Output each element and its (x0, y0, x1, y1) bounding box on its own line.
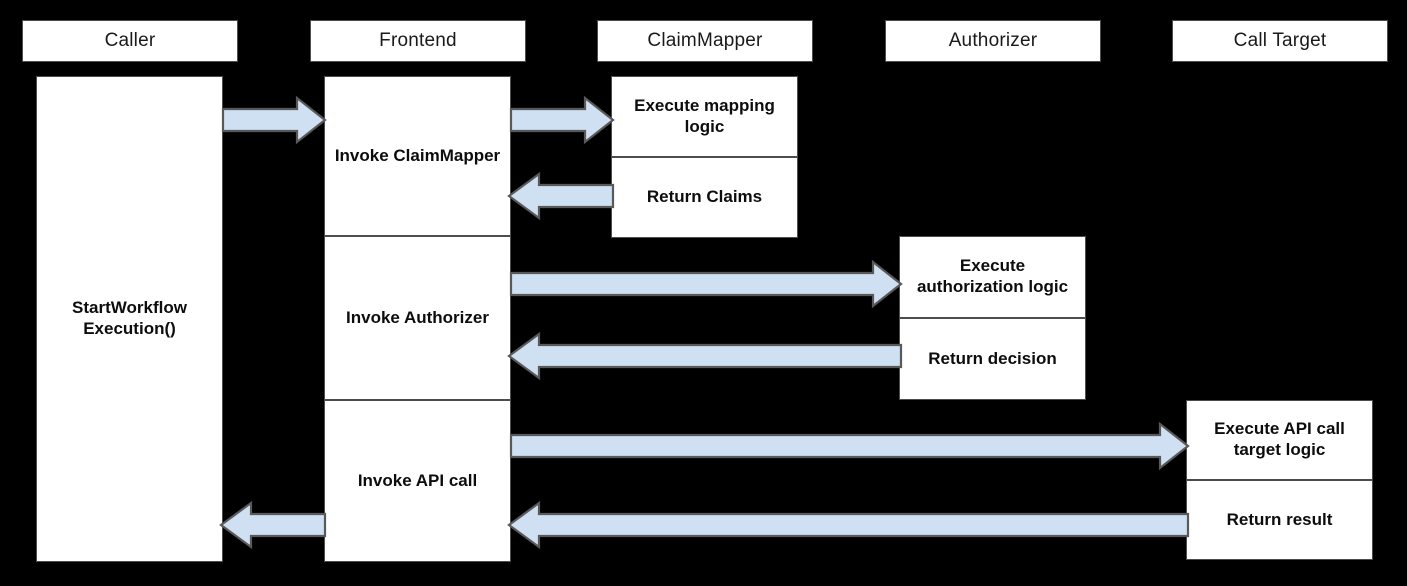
arrow-frontend-to-calltarget (509, 421, 1190, 471)
arrow-claimmapper-to-frontend (507, 171, 615, 221)
activation-frontend-invoke-authorizer-label: Invoke Authorizer (346, 307, 489, 327)
lane-header-caller-label: Caller (104, 30, 156, 51)
activation-calltarget-execute: Execute API call target logic (1186, 400, 1373, 480)
activation-claimmapper-return: Return Claims (611, 157, 798, 238)
activation-claimmapper-execute: Execute mapping logic (611, 76, 798, 157)
lane-header-frontend: Frontend (310, 20, 526, 62)
activation-caller-start-label: StartWorkflow Execution() (72, 298, 187, 338)
lane-header-authorizer: Authorizer (885, 20, 1101, 62)
arrow-frontend-to-authorizer (509, 259, 903, 309)
activation-calltarget-return: Return result (1186, 480, 1373, 560)
activation-frontend-invoke-api-call-label: Invoke API call (357, 470, 478, 490)
activation-authorizer-execute: Execute authorization logic (899, 236, 1086, 318)
arrow-calltarget-to-frontend (507, 500, 1190, 550)
arrow-authorizer-to-frontend (507, 331, 903, 381)
lane-header-caller: Caller (22, 20, 238, 62)
activation-frontend-invoke-claimmapper-label: Invoke ClaimMapper (334, 145, 501, 165)
activation-frontend-invoke-claimmapper: Invoke ClaimMapper (324, 76, 511, 236)
lane-header-claimmapper: ClaimMapper (597, 20, 813, 62)
arrow-frontend-to-claimmapper (509, 95, 615, 145)
arrow-frontend-to-caller (219, 500, 327, 550)
activation-frontend-invoke-api-call: Invoke API call (324, 400, 511, 562)
activation-calltarget-execute-label: Execute API call target logic (1214, 419, 1345, 459)
activation-authorizer-execute-label: Execute authorization logic (916, 256, 1069, 296)
activation-calltarget-return-label: Return result (1226, 509, 1333, 529)
activation-claimmapper-execute-label: Execute mapping logic (634, 95, 775, 136)
lane-header-claimmapper-label: ClaimMapper (647, 30, 763, 51)
lane-header-authorizer-label: Authorizer (948, 30, 1038, 51)
activation-authorizer-return-label: Return decision (928, 348, 1057, 368)
lane-header-calltarget-label: Call Target (1233, 30, 1327, 51)
lane-header-calltarget: Call Target (1172, 20, 1388, 62)
arrow-caller-to-frontend (221, 95, 327, 145)
activation-frontend-invoke-authorizer: Invoke Authorizer (324, 236, 511, 400)
lane-header-frontend-label: Frontend (379, 30, 457, 51)
activation-caller-start: StartWorkflow Execution() (36, 76, 223, 562)
activation-claimmapper-return-label: Return Claims (646, 187, 763, 207)
activation-authorizer-return: Return decision (899, 318, 1086, 400)
